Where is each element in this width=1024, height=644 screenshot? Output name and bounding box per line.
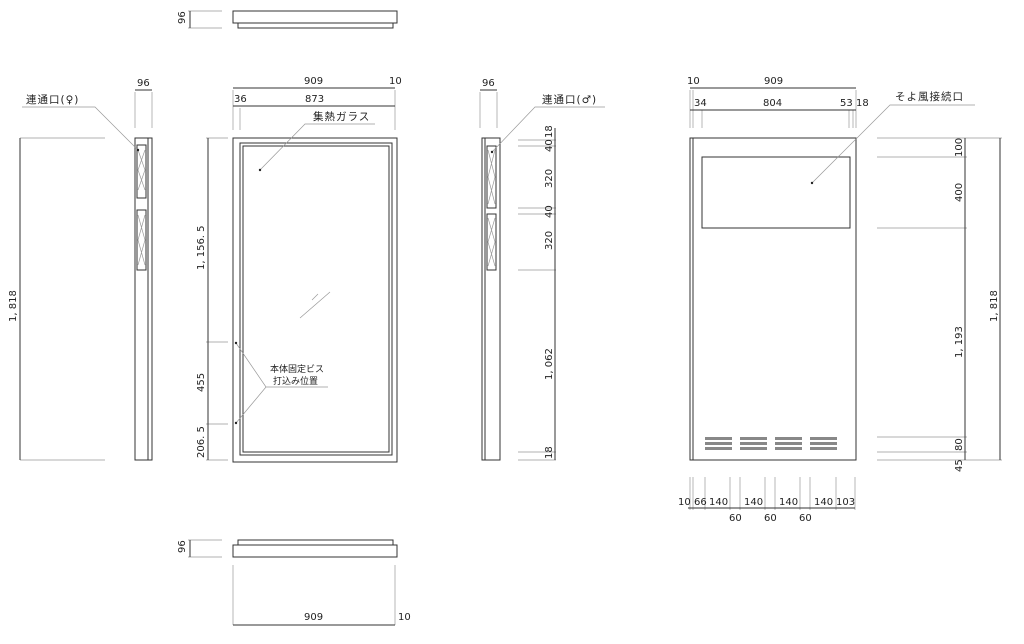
right-side-view: 96 連通口(♂) 18 40 320 40 320 1, 062 18 xyxy=(479,78,605,461)
back-gap-1: 60 xyxy=(764,513,777,524)
breeze-connection-port-label: そよ風接続口 xyxy=(895,90,964,103)
right-dim-4: 320 xyxy=(544,231,555,250)
connection-port-male-label: 連通口(♂) xyxy=(542,93,597,106)
right-dim-0: 18 xyxy=(544,125,555,138)
back-hdim-2: 140 xyxy=(709,497,728,508)
screw-position-label-1: 本体固定ビス xyxy=(270,363,324,375)
top-depth-dim: 96 xyxy=(177,11,188,24)
back-53-dim: 53 xyxy=(840,98,853,109)
back-hdim-3: 140 xyxy=(744,497,763,508)
right-dim-6: 18 xyxy=(544,446,555,459)
back-hdim-0: 10 xyxy=(678,497,691,508)
back-view: 10 909 34 804 53 18 そよ風接続口 100 400 1, 19… xyxy=(678,76,1002,524)
front-edge-dim: 10 xyxy=(389,76,402,87)
left-height-dim: 1, 818 xyxy=(8,290,19,322)
right-dim-5: 1, 062 xyxy=(544,348,555,380)
back-hdim-1: 66 xyxy=(694,497,707,508)
back-gap-2: 60 xyxy=(799,513,812,524)
right-dim-2: 320 xyxy=(544,169,555,188)
right-depth-dim: 96 xyxy=(482,78,495,89)
back-804-dim: 804 xyxy=(763,98,782,109)
top-view: 96 xyxy=(177,10,398,29)
back-hdim-5: 140 xyxy=(814,497,833,508)
front-view: 909 10 36 873 集熱ガラス 1, 156. 5 455 206. 5… xyxy=(196,76,402,463)
back-gap-0: 60 xyxy=(729,513,742,524)
right-dim-1: 40 xyxy=(544,139,555,152)
back-hdim-4: 140 xyxy=(779,497,798,508)
left-side-view: 96 連通口(♀) 1, 818 xyxy=(8,78,153,461)
bottom-view: 96 909 10 xyxy=(177,539,411,626)
bottom-edge-dim: 10 xyxy=(398,612,411,623)
back-vdim-4: 45 xyxy=(954,459,965,472)
back-vdim-0: 100 xyxy=(954,138,965,157)
front-inset-dim: 36 xyxy=(234,94,247,105)
back-width-dim: 909 xyxy=(764,76,783,87)
front-width-dim: 909 xyxy=(304,76,323,87)
screw-position-label-2: 打込み位置 xyxy=(273,375,318,387)
front-low-dim: 206. 5 xyxy=(196,426,207,458)
bottom-width-dim: 909 xyxy=(304,612,323,623)
back-vdim-1: 400 xyxy=(954,183,965,202)
back-hdim-6: 103 xyxy=(836,497,855,508)
collector-glass-label: 集熱ガラス xyxy=(313,110,370,123)
back-18-dim: 18 xyxy=(856,98,869,109)
front-mid-dim: 455 xyxy=(196,373,207,392)
front-inner-dim: 873 xyxy=(305,94,324,105)
front-upper-dim: 1, 156. 5 xyxy=(196,225,207,270)
back-vdim-2: 1, 193 xyxy=(954,326,965,358)
back-34-dim: 34 xyxy=(694,98,707,109)
vent-grilles xyxy=(705,437,837,450)
bottom-depth-dim: 96 xyxy=(177,540,188,553)
left-depth-dim: 96 xyxy=(137,78,150,89)
back-height-dim: 1, 818 xyxy=(989,290,1000,322)
connection-port-female-label: 連通口(♀) xyxy=(26,93,79,106)
back-edge-dim: 10 xyxy=(687,76,700,87)
back-vdim-3: 80 xyxy=(954,438,965,451)
right-dim-3: 40 xyxy=(544,205,555,218)
